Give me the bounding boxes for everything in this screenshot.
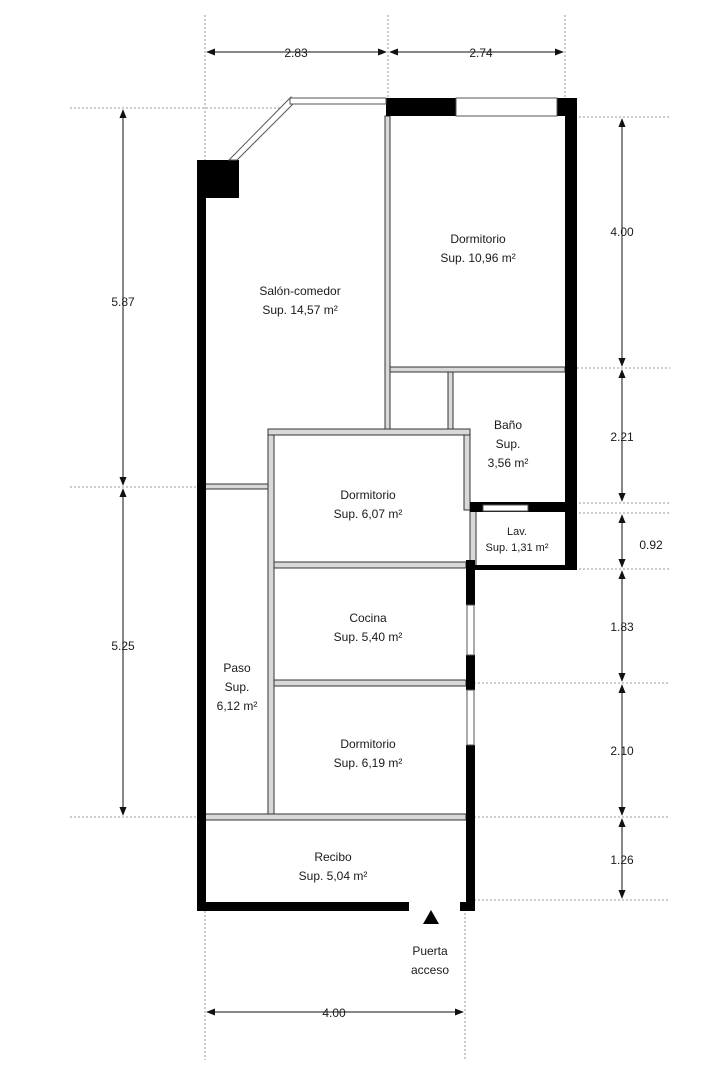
room-dorm1-area: Sup. 10,96 m² bbox=[440, 251, 515, 265]
room-lav-area: Sup. 1,31 m² bbox=[486, 542, 549, 554]
room-salon-name: Salón-comedor bbox=[259, 284, 340, 298]
room-labels: Salón-comedor Sup. 14,57 m² Dormitorio S… bbox=[217, 232, 549, 883]
dimension-labels: 2.83 2.74 5.87 5.25 4.00 2.21 0.92 1.83 … bbox=[111, 46, 663, 1020]
room-paso-name: Paso bbox=[223, 661, 251, 675]
room-recibo-name: Recibo bbox=[314, 850, 352, 864]
room-lav-name: Lav. bbox=[507, 526, 527, 538]
dim-right-5: 2.10 bbox=[610, 744, 634, 758]
room-dorm3-name: Dormitorio bbox=[340, 737, 396, 751]
dim-right-1: 4.00 bbox=[610, 225, 634, 239]
dim-top-left: 2.83 bbox=[284, 46, 308, 60]
room-cocina-name: Cocina bbox=[349, 611, 387, 625]
entrance-arrow-icon bbox=[423, 910, 439, 924]
dim-right-3: 0.92 bbox=[639, 538, 663, 552]
dim-left-lower: 5.25 bbox=[111, 639, 135, 653]
room-dorm2-name: Dormitorio bbox=[340, 488, 396, 502]
room-salon-area: Sup. 14,57 m² bbox=[262, 303, 337, 317]
room-bano-sup: Sup. bbox=[496, 437, 521, 451]
room-dorm2-area: Sup. 6,07 m² bbox=[334, 507, 403, 521]
entrance-label-line1: Puerta bbox=[412, 944, 448, 958]
entrance: Puerta acceso bbox=[411, 910, 449, 977]
room-paso-area: 6,12 m² bbox=[217, 699, 258, 713]
room-cocina-area: Sup. 5,40 m² bbox=[334, 630, 403, 644]
room-bano-area: 3,56 m² bbox=[488, 456, 529, 470]
room-recibo-area: Sup. 5,04 m² bbox=[299, 869, 368, 883]
room-dorm3-area: Sup. 6,19 m² bbox=[334, 756, 403, 770]
room-paso-sup: Sup. bbox=[225, 680, 250, 694]
windows bbox=[227, 96, 558, 746]
dimension-lines bbox=[119, 48, 626, 1016]
dim-right-6: 1.26 bbox=[610, 853, 634, 867]
interior-partitions bbox=[204, 115, 566, 821]
room-dorm1-name: Dormitorio bbox=[450, 232, 506, 246]
dim-right-4: 1.83 bbox=[610, 620, 634, 634]
dim-bottom: 4.00 bbox=[322, 1006, 346, 1020]
room-bano-name: Baño bbox=[494, 418, 522, 432]
entrance-label-line2: acceso bbox=[411, 963, 449, 977]
dim-top-right: 2.74 bbox=[469, 46, 493, 60]
dim-left-upper: 5.87 bbox=[111, 295, 135, 309]
dim-right-2: 2.21 bbox=[610, 430, 634, 444]
